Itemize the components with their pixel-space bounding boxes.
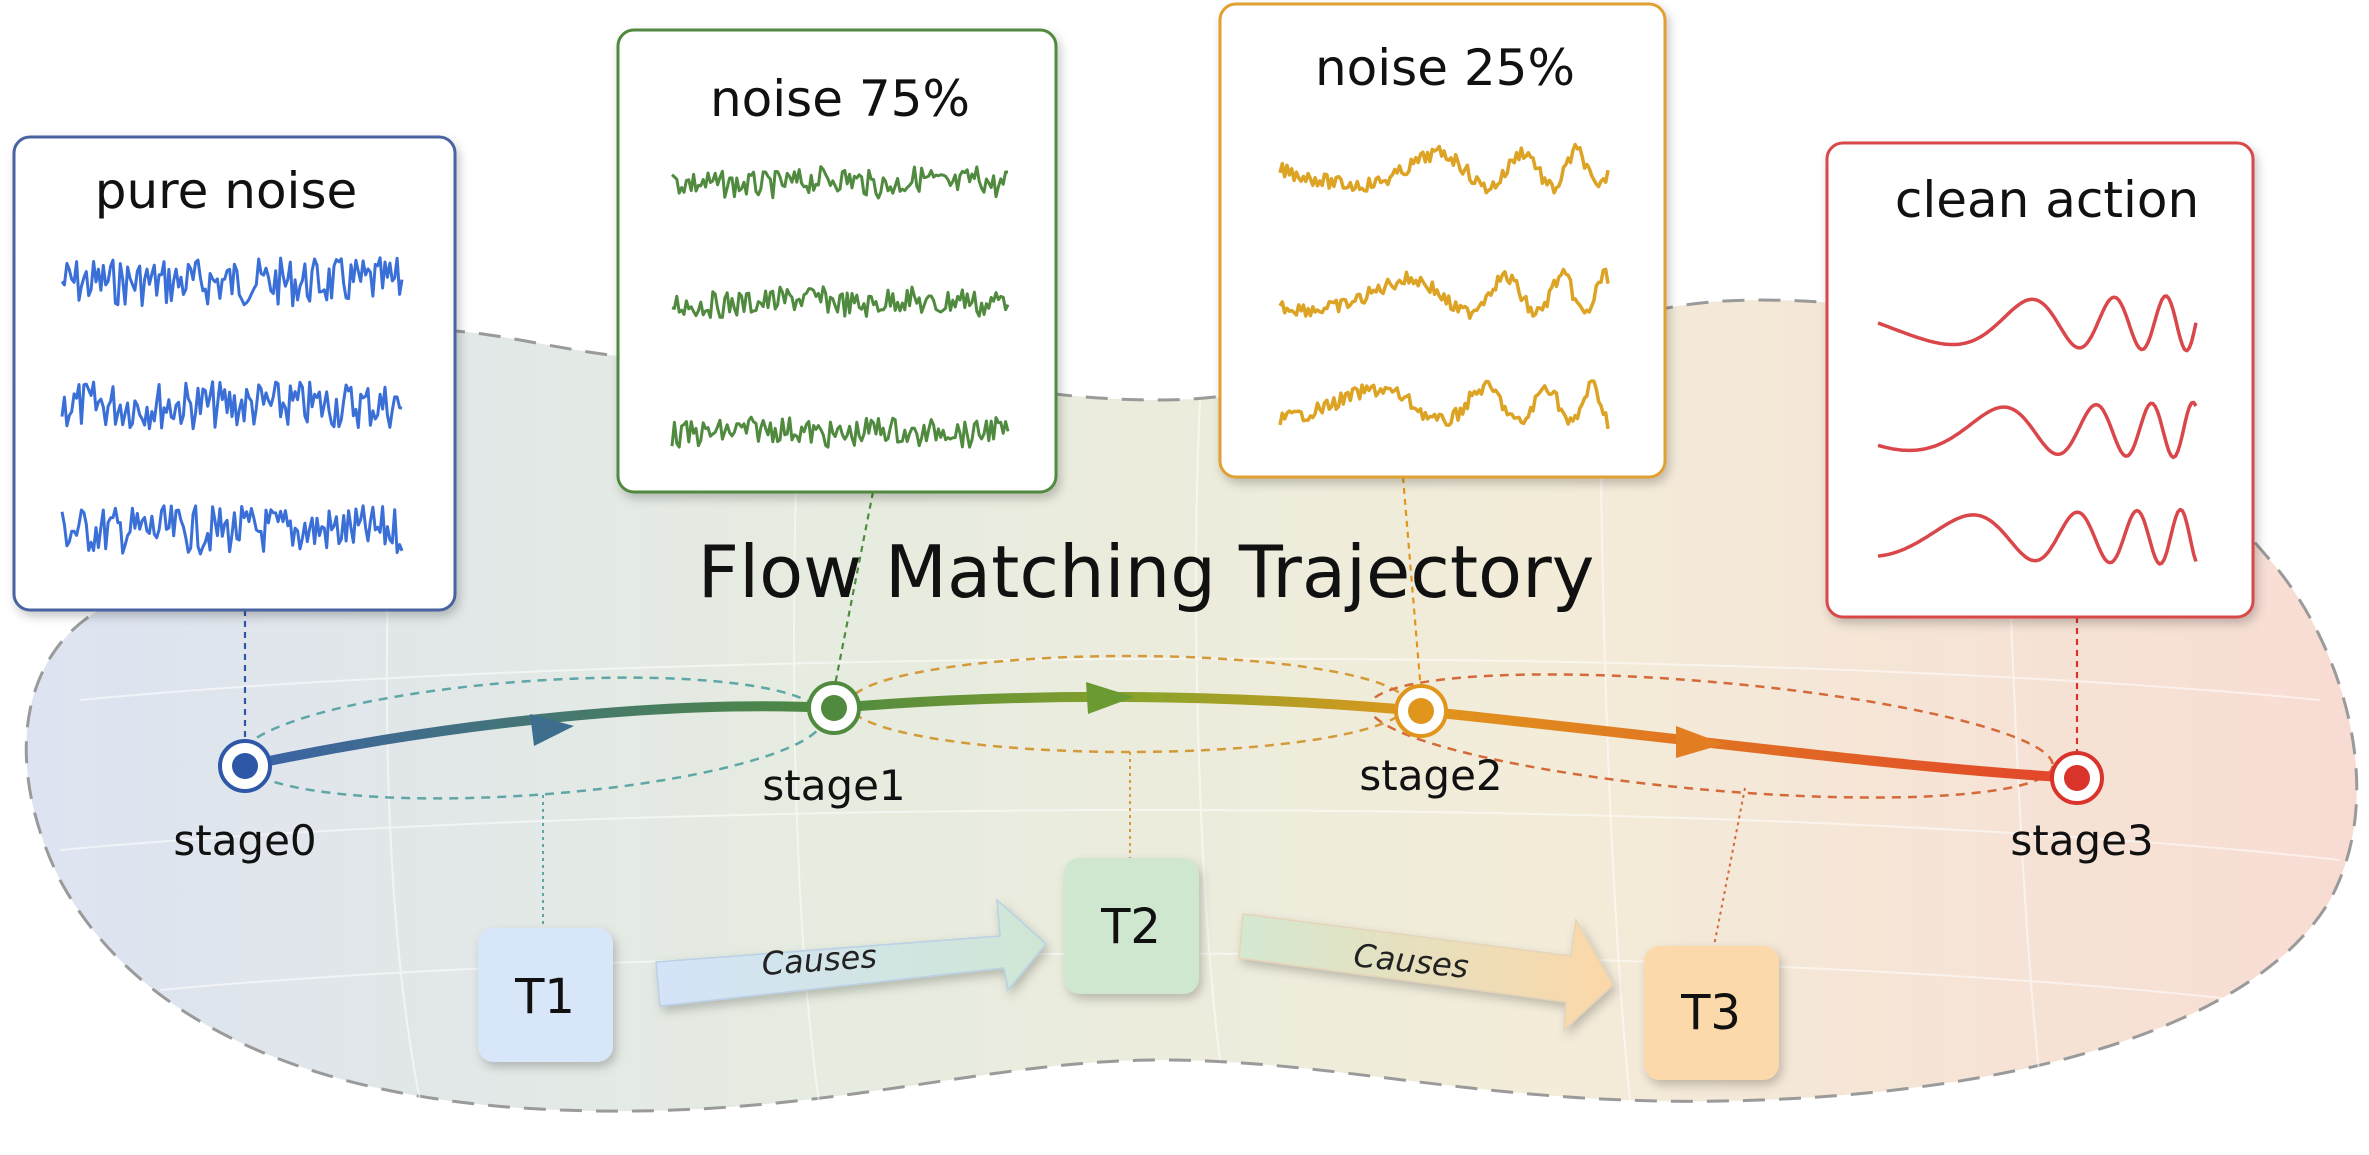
task-connectors xyxy=(542,752,1746,947)
trajectory-arrowhead-1 xyxy=(530,714,574,746)
task-label-t1: T1 xyxy=(514,969,575,1025)
trajectory-segment-3 xyxy=(1416,706,2082,783)
card-pure-noise-waves xyxy=(60,256,404,556)
trajectory xyxy=(240,682,2082,783)
card-clean-action-waves xyxy=(1877,294,2198,566)
task-box-t2: T2 xyxy=(1064,858,1199,994)
waveform-line xyxy=(670,415,1010,449)
stage0-node xyxy=(218,739,272,793)
card-clean-action-title: clean action xyxy=(1895,171,2199,229)
card-clean-action: clean action xyxy=(1825,141,2255,619)
stage0-label: stage0 xyxy=(173,816,316,865)
waveform-line xyxy=(1877,294,2198,353)
card-noise-25-title: noise 25% xyxy=(1315,39,1575,97)
waveform-line xyxy=(1877,507,2198,566)
diagram-title: Flow Matching Trajectory xyxy=(698,530,1595,614)
trajectory-arrowhead-3 xyxy=(1676,726,1724,758)
waveform-line xyxy=(1278,142,1610,195)
waveform-line xyxy=(671,165,1009,200)
causes-label-1: Causes xyxy=(760,937,878,983)
card-noise-75-waves xyxy=(670,165,1010,449)
card-connectors xyxy=(243,476,2079,760)
card-noise-25: noise 25% xyxy=(1218,2,1667,479)
card-noise-25-waves xyxy=(1278,142,1610,430)
card-pure-noise: pure noise xyxy=(12,135,457,612)
waveform-line xyxy=(60,380,403,431)
card-pure-noise-title: pure noise xyxy=(95,162,358,220)
card-noise-75: noise 75% xyxy=(616,28,1058,494)
stage3-node xyxy=(2050,751,2104,805)
stage2-label: stage2 xyxy=(1359,751,1502,800)
waveform-line xyxy=(1278,379,1610,430)
stage3-label: stage3 xyxy=(2010,816,2153,865)
task-box-t3: T3 xyxy=(1644,946,1779,1080)
card-noise-75-title: noise 75% xyxy=(710,70,970,128)
task-box-t1: T1 xyxy=(478,928,613,1062)
stage2-node xyxy=(1394,684,1448,738)
trajectory-arrowhead-2 xyxy=(1086,682,1134,714)
trajectory-segment-1 xyxy=(240,701,839,771)
waveform-line xyxy=(671,285,1010,319)
waveform-line xyxy=(1877,400,2198,460)
stage-nodes xyxy=(218,681,2104,805)
trajectory-segment-2 xyxy=(829,691,1426,716)
waveform-line xyxy=(1278,267,1610,320)
stage1-node xyxy=(807,681,861,735)
stage1-label: stage1 xyxy=(762,761,905,810)
waveform-line xyxy=(60,504,404,556)
causes-arrow-1: Causes xyxy=(655,898,1048,1007)
task-label-t3: T3 xyxy=(1680,985,1741,1041)
waveform-line xyxy=(60,256,404,308)
task-label-t2: T2 xyxy=(1100,899,1161,955)
